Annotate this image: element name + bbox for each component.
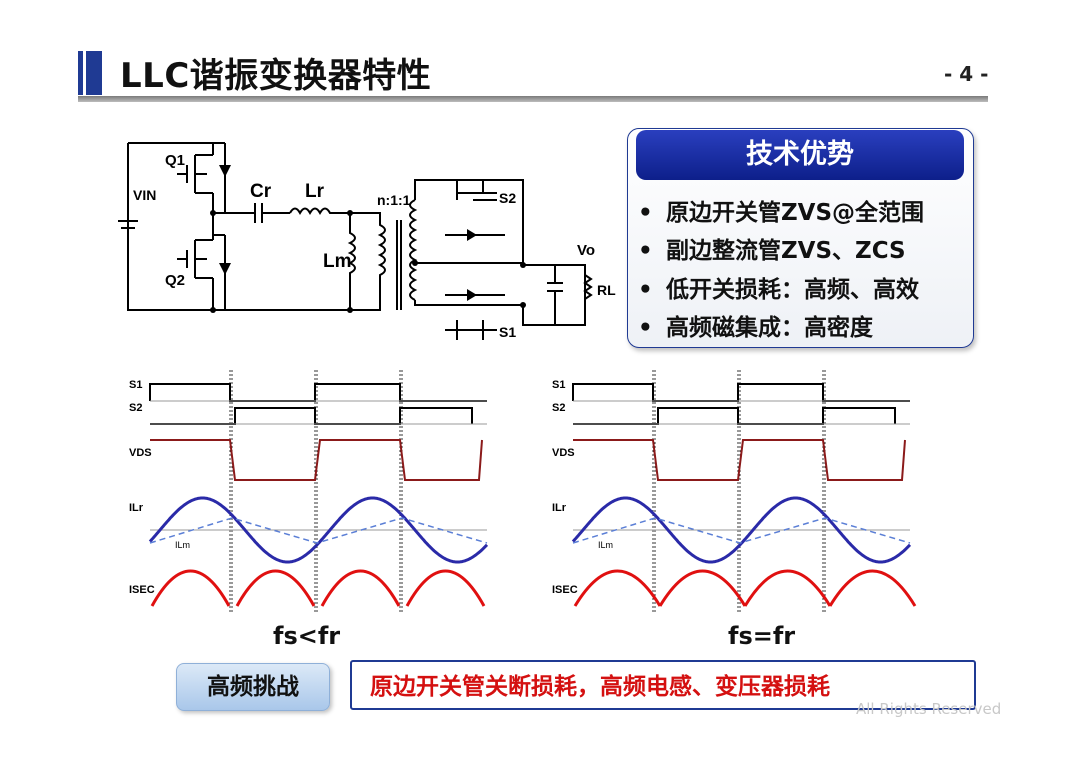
isec-trace-label: ISEC [129, 584, 155, 596]
footer-rights: All Rights Reserved [856, 700, 1002, 718]
isec-waveform [573, 569, 917, 607]
ilm-trace-label: ILm [175, 540, 190, 550]
vin-label: VIN [133, 187, 156, 203]
rl-label: RL [597, 282, 616, 298]
s2-gate-signal [150, 407, 473, 425]
lr-label: Lr [305, 181, 325, 202]
advantage-item: •低开关损耗：高频、高效 [638, 277, 919, 303]
s1-trace-label: S1 [129, 379, 142, 391]
vds-waveform [573, 439, 906, 481]
s2-label: S2 [499, 190, 516, 206]
llc-circuit-diagram: Q1 Q2 VIN Cr Lr Lm n:1:1 S2 S1 Vo RL [118, 142, 616, 340]
page-title: LLC谐振变换器特性 [120, 56, 432, 96]
challenge-text-box: 原边开关管关断损耗，高频电感、变压器损耗 [350, 660, 976, 710]
q1-label: Q1 [165, 152, 185, 169]
isec-trace-label: ISEC [552, 584, 578, 596]
s1-trace-label: S1 [552, 379, 565, 391]
page-number: - 4 - [944, 62, 989, 86]
advantages-heading: 技术优势 [636, 130, 964, 180]
challenge-label-button[interactable]: 高频挑战 [176, 663, 330, 711]
s1-gate-signal [149, 383, 487, 402]
title-underline [78, 96, 988, 102]
cr-label: Cr [250, 181, 272, 202]
vo-label: Vo [577, 242, 595, 259]
lm-label: Lm [323, 251, 352, 272]
ilm-waveform [572, 517, 911, 544]
advantage-item: •副边整流管ZVS、ZCS [638, 238, 906, 264]
vds-waveform [150, 439, 483, 481]
s1-gate-signal [572, 383, 910, 402]
vds-trace-label: VDS [129, 447, 152, 459]
s2-gate-signal [573, 407, 896, 425]
s2-trace-label: S2 [552, 402, 565, 414]
isec-waveform [150, 569, 486, 607]
title-bar-marks [78, 51, 102, 95]
caption-left: fs<fr [273, 622, 341, 650]
s2-trace-label: S2 [129, 402, 142, 414]
caption-right: fs=fr [728, 622, 796, 650]
q2-label: Q2 [165, 272, 185, 289]
turns-ratio-label: n:1:1 [377, 192, 411, 208]
ilr-trace-label: ILr [129, 502, 144, 514]
advantage-item: •高频磁集成：高密度 [638, 315, 873, 341]
ilr-trace-label: ILr [552, 502, 567, 514]
s1-label: S1 [499, 324, 516, 340]
advantage-item: •原边开关管ZVS@全范围 [638, 200, 925, 226]
ilm-waveform [149, 517, 488, 544]
ilm-trace-label: ILm [598, 540, 613, 550]
vds-trace-label: VDS [552, 447, 575, 459]
